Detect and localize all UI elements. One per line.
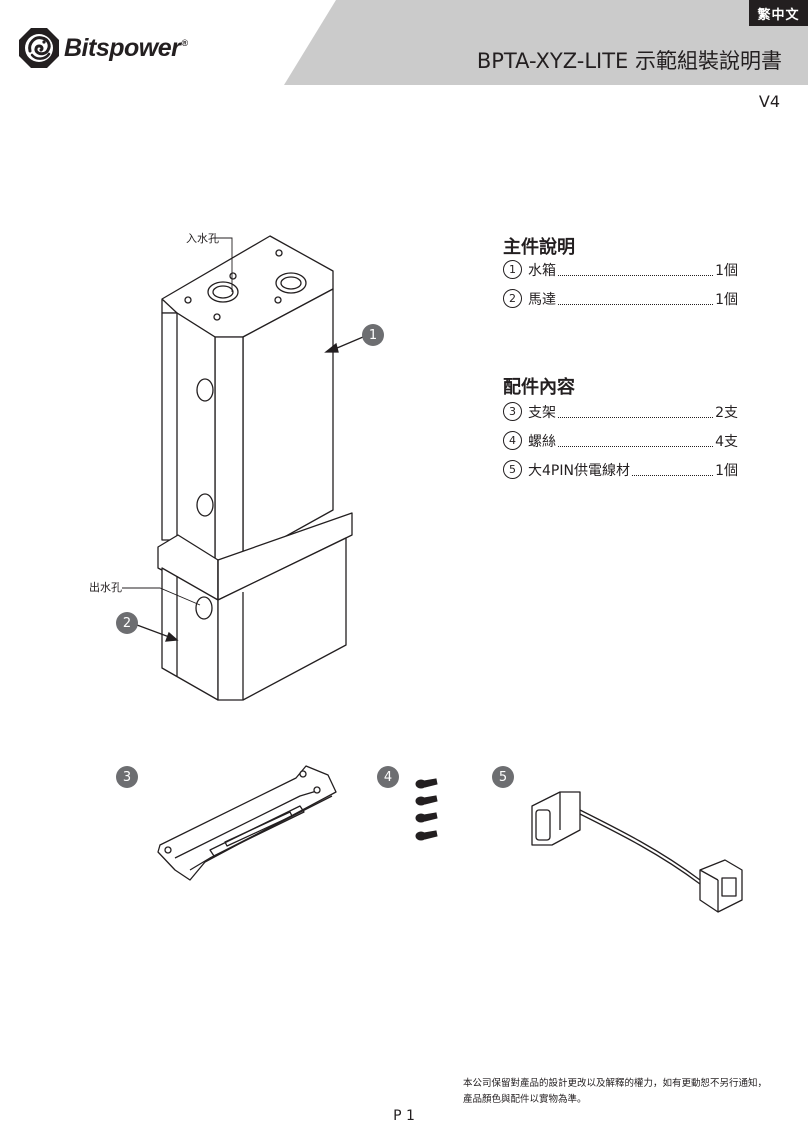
dotted-leader	[631, 463, 714, 476]
language-tag: 繁中文	[749, 0, 808, 26]
header-band	[0, 0, 808, 85]
dragon-logo-icon	[19, 28, 59, 68]
inlet-label: 入水孔	[186, 232, 219, 245]
item-quantity: 2支	[715, 404, 738, 421]
main-parts-list: 1 水箱 1個 2 馬達 1個	[503, 255, 738, 313]
disclaimer: 本公司保留對產品的設計更改以及解釋的權力，如有更動恕不另行通知， 產品顏色與配件…	[463, 1076, 783, 1108]
outlet-label: 出水孔	[89, 581, 122, 594]
callout-badge-3: 3	[116, 766, 138, 788]
item-quantity: 1個	[715, 462, 738, 479]
list-item: 2 馬達 1個	[503, 284, 738, 313]
disclaimer-line-1: 本公司保留對產品的設計更改以及解釋的權力，如有更動恕不另行通知，	[463, 1078, 768, 1089]
item-number: 3	[503, 402, 522, 421]
item-quantity: 4支	[715, 433, 738, 450]
dotted-leader	[558, 263, 714, 276]
dotted-leader	[558, 434, 714, 447]
item-name: 馬達	[528, 291, 556, 308]
item-number: 4	[503, 431, 522, 450]
screw-icon	[415, 778, 438, 789]
screw-icon	[415, 812, 438, 823]
callout-badge-1: 1	[362, 324, 384, 346]
item-number: 1	[503, 260, 522, 279]
list-item: 4 螺絲 4支	[503, 426, 738, 455]
document-version: V4	[758, 92, 780, 111]
disclaimer-line-2: 產品顏色與配件以實物為準。	[463, 1094, 587, 1105]
accessories-heading: 配件內容	[503, 377, 575, 398]
page-number: P 1	[393, 1108, 415, 1124]
screw-icon	[415, 795, 438, 806]
accessories-list: 3 支架 2支 4 螺絲 4支 5 大4PIN供電線材 1個	[503, 397, 738, 484]
item-name: 螺絲	[528, 433, 556, 450]
list-item: 1 水箱 1個	[503, 255, 738, 284]
item-name: 大4PIN供電線材	[528, 462, 630, 479]
item-number: 2	[503, 289, 522, 308]
list-item: 3 支架 2支	[503, 397, 738, 426]
header-gray-band	[284, 0, 808, 85]
callout-badge-4: 4	[377, 766, 399, 788]
list-item: 5 大4PIN供電線材 1個	[503, 455, 738, 484]
brand-name: Bitspower®	[64, 33, 188, 62]
document-title: BPTA-XYZ-LITE 示範組裝說明書	[476, 49, 782, 73]
item-quantity: 1個	[715, 262, 738, 279]
callout-badge-2: 2	[116, 612, 138, 634]
item-number: 5	[503, 460, 522, 479]
screw-icon	[415, 830, 438, 841]
item-name: 水箱	[528, 262, 556, 279]
dotted-leader	[558, 405, 714, 418]
item-name: 支架	[528, 404, 556, 421]
main-parts-heading: 主件說明	[503, 237, 575, 258]
registered-mark: ®	[181, 38, 188, 49]
callout-badge-5: 5	[492, 766, 514, 788]
brand-logo: Bitspower®	[18, 27, 188, 69]
item-quantity: 1個	[715, 291, 738, 308]
dotted-leader	[558, 292, 714, 305]
